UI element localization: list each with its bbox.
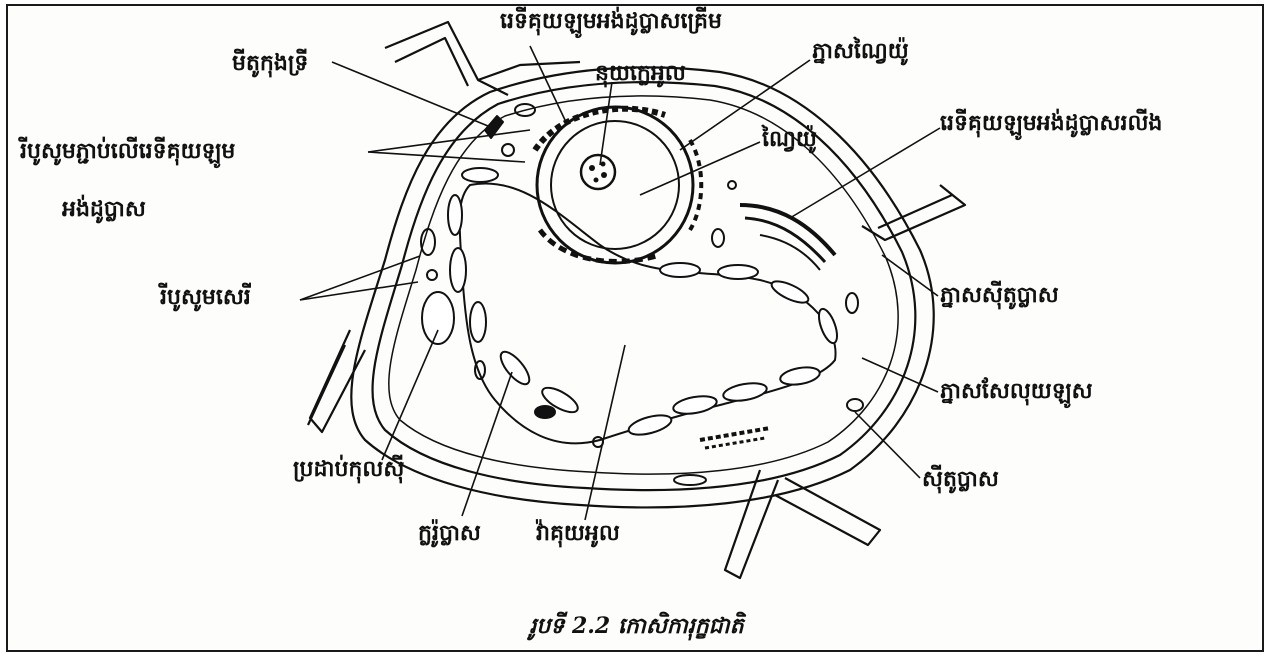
label-attached-ribosome-1: រីបូសូមភ្ជាប់លើរេទីគុយឡូម [20,140,235,164]
label-nuclear-membrane: ភ្នាសណ្វៃយ៉ូ [812,40,909,64]
chloroplasts [422,168,841,438]
label-attached-ribosome-2: អង់ដូប្លាស [62,198,146,222]
label-smooth-er: រេទីគុយឡូមអង់ដូប្លាសរលីង [940,112,1162,136]
label-rough-er: រេទីគុយឡូមអង់ដូប្លាសគ្រើម [500,10,722,34]
nucleus-envelope-outer [537,107,693,263]
cell-membrane-line [389,96,898,474]
central-vacuole [460,183,836,443]
label-free-ribosome: រីបូសូមសេរី [160,286,251,310]
nucleolus-shape [581,155,615,189]
label-cytoplasm: ស៊ីតូប្លាស [922,468,999,492]
figure-caption: រូបទី 2.2 កោសិការុក្ខជាតិ [0,612,1273,644]
label-chloroplast: ក្លរ៉ូប្លាស [418,522,481,546]
cell-wall-outer [351,67,933,507]
nucleus-envelope-inner [551,121,679,249]
label-nucleus: ណ្វៃយ៉ូ [762,128,817,152]
label-plasmodesma: ប្រដាប់កុលស៊ី [293,458,404,482]
label-mitochondria: មីតូកុងទ្រី [232,52,308,76]
label-cell-membrane: ភ្នាសសែលុយឡូស [940,380,1093,404]
label-vacuole: វ៉ាគុយអូល [536,522,620,546]
label-nucleolus: នុយក្លេអូល [595,62,686,86]
label-plastid-membrane: ភ្នាសស៊ីតូប្លាស [940,284,1059,308]
